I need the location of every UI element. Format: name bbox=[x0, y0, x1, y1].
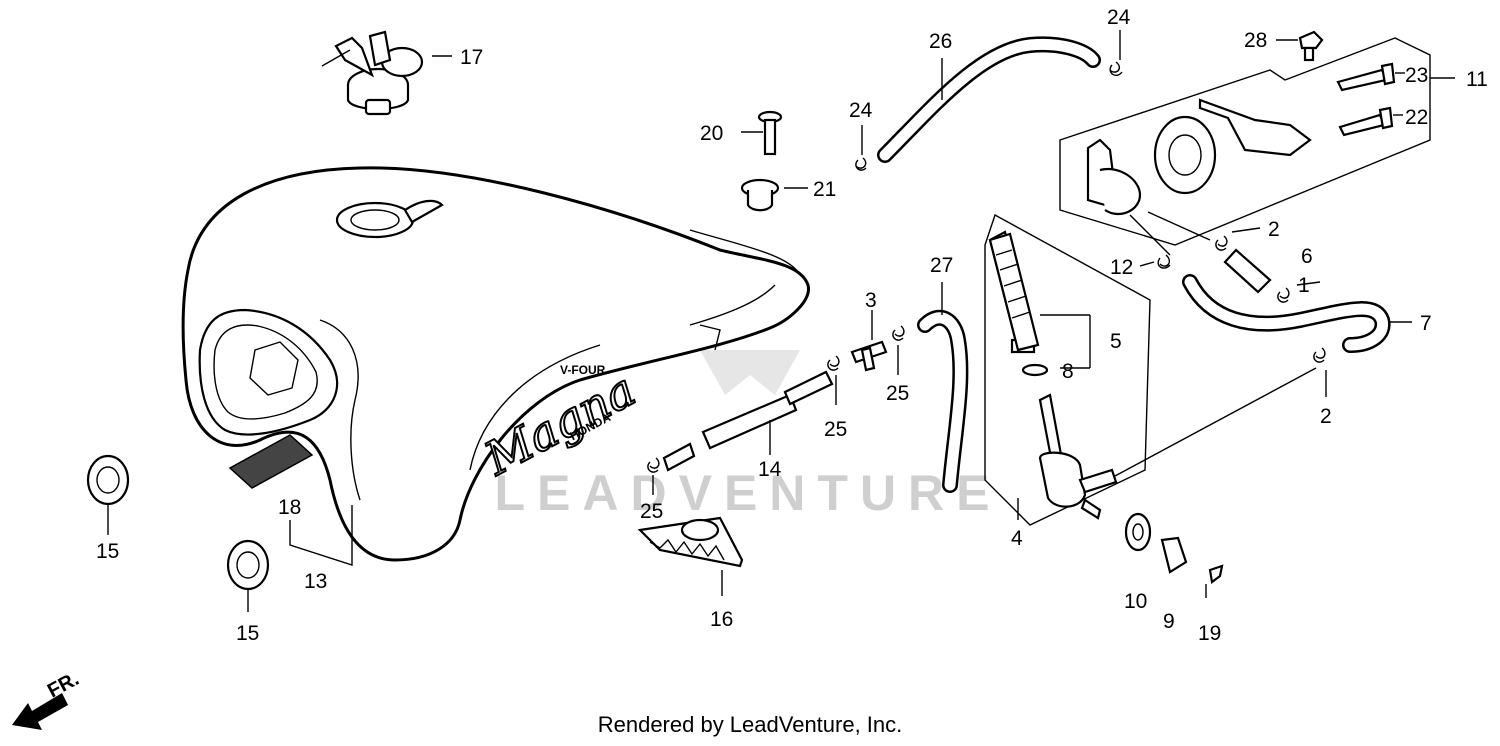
watermark-text: LEADVENTURE bbox=[494, 465, 1001, 521]
part-5-strainer bbox=[988, 232, 1040, 352]
fuel-tank: V-FOUR Magna HONDA bbox=[181, 166, 810, 562]
callout-25c: 25 bbox=[640, 500, 663, 523]
part-15-rubbers bbox=[86, 454, 270, 612]
callout-26: 26 bbox=[929, 30, 952, 53]
callout-8: 8 bbox=[1062, 360, 1074, 383]
callout-5: 5 bbox=[1110, 330, 1122, 353]
part-18-pad bbox=[228, 434, 353, 566]
callout-6: 6 bbox=[1301, 245, 1313, 268]
callout-labels: 1 2 2 3 4 5 6 7 8 9 10 11 12 13 14 15 15… bbox=[96, 6, 1488, 645]
callout-15b: 15 bbox=[236, 622, 259, 645]
part-11-fuel-pump-assembly bbox=[1059, 37, 1455, 246]
callout-21: 21 bbox=[813, 178, 836, 201]
callout-1b: 1 bbox=[1298, 274, 1310, 297]
part-3-joint bbox=[647, 310, 905, 495]
part-24-clips bbox=[855, 30, 1123, 171]
part-26-hose bbox=[877, 36, 1101, 163]
callout-25a: 25 bbox=[886, 382, 909, 405]
callout-22: 22 bbox=[1405, 106, 1428, 129]
part-4-fuel-valve bbox=[984, 213, 1317, 526]
callout-23: 23 bbox=[1405, 64, 1428, 87]
callout-17: 17 bbox=[460, 46, 483, 69]
footer-credit: Rendered by LeadVenture, Inc. bbox=[597, 712, 903, 737]
callout-12: 12 bbox=[1110, 256, 1133, 279]
callout-13: 13 bbox=[304, 570, 327, 593]
callout-7: 7 bbox=[1420, 312, 1432, 335]
callout-9: 9 bbox=[1163, 610, 1175, 633]
callout-2a: 2 bbox=[1268, 218, 1280, 241]
callout-16: 16 bbox=[710, 608, 733, 631]
tank-logo-top: V-FOUR bbox=[560, 363, 606, 377]
part-10-9-19-hardware bbox=[1124, 512, 1224, 598]
part-7-hose-assembly bbox=[1129, 211, 1412, 397]
front-marker-label: FR. bbox=[44, 668, 83, 703]
callout-20: 20 bbox=[700, 122, 723, 145]
part-14-tube bbox=[662, 370, 834, 472]
callout-11: 11 bbox=[1466, 68, 1488, 91]
callout-25b: 25 bbox=[824, 418, 847, 441]
part-28-bolt bbox=[1276, 30, 1324, 62]
callout-18: 18 bbox=[278, 496, 301, 519]
part-16-damper bbox=[637, 516, 744, 596]
callout-28: 28 bbox=[1244, 29, 1267, 52]
callout-10: 10 bbox=[1124, 590, 1147, 613]
callout-2b: 2 bbox=[1320, 405, 1332, 428]
callout-3: 3 bbox=[865, 289, 877, 312]
part-20-bolt bbox=[741, 110, 783, 156]
callout-19: 19 bbox=[1198, 622, 1221, 645]
callout-14: 14 bbox=[758, 458, 782, 481]
callout-4: 4 bbox=[1011, 527, 1023, 550]
callout-24b: 24 bbox=[1107, 6, 1131, 29]
callout-27: 27 bbox=[930, 254, 953, 277]
watermark: LEADVENTURE bbox=[494, 250, 1001, 521]
callout-15a: 15 bbox=[96, 540, 119, 563]
part-27-hose bbox=[917, 282, 969, 493]
part-21-grommet bbox=[740, 178, 808, 212]
callout-24a: 24 bbox=[849, 99, 873, 122]
part-17-fuel-cap bbox=[321, 30, 452, 116]
